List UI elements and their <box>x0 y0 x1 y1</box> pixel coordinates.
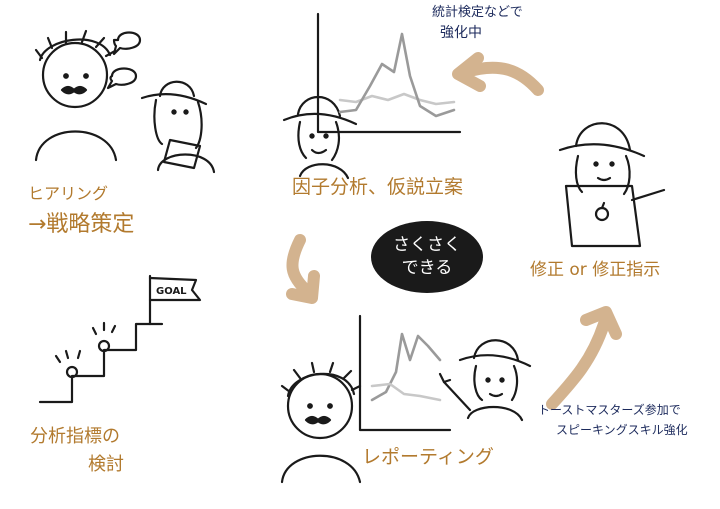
cycle-arrow-right-head <box>580 306 622 340</box>
analysis-chart-dark-series <box>338 32 456 118</box>
hearing-label: ヒアリング <box>28 184 109 203</box>
report-chart-light-series <box>370 382 442 402</box>
quick-badge: さくさく できる <box>371 221 483 293</box>
presenter-figure-icon <box>280 361 362 484</box>
toastmasters-note-line1: トーストマスターズ参加で <box>538 403 681 417</box>
analysis-chart-light-series <box>338 92 456 106</box>
analysis-chart-axes <box>316 12 462 134</box>
laptop-icon <box>564 184 666 248</box>
report-chart-axes <box>358 314 452 432</box>
stats-note-line2: 強化中 <box>440 25 482 41</box>
speech-bubble-icon <box>106 31 142 90</box>
goal-flag-label: GOAL <box>156 286 187 297</box>
cycle-arrow-left-head <box>286 270 320 304</box>
cycle-arrow-top <box>460 61 544 96</box>
report-chart-dark-series <box>370 332 442 402</box>
reporting-label: レポーティング <box>362 446 494 468</box>
badge-line1: さくさく <box>393 235 461 256</box>
speaker-figure-icon <box>438 339 532 422</box>
cycle-arrow-left <box>286 234 314 298</box>
factor-analysis-label: 因子分析、仮説立案 <box>292 176 464 198</box>
client-figure-icon <box>34 29 118 162</box>
kpi-label-line2: 検討 <box>88 454 124 475</box>
badge-line2: できる <box>401 258 453 278</box>
cycle-arrow-top-head <box>452 52 486 92</box>
consultant-figure-icon <box>140 80 216 174</box>
developer-figure-icon <box>558 122 646 196</box>
fix-label: 修正 or 修正指示 <box>530 260 661 280</box>
cycle-arrow-right <box>546 318 610 410</box>
stats-note-line1: 統計検定などで <box>432 5 523 20</box>
analyst-figure-icon <box>282 95 358 180</box>
strategy-label: →戦略策定 <box>28 212 135 237</box>
stairs-to-goal-icon <box>38 274 202 404</box>
toastmasters-note-line2: スピーキングスキル強化 <box>556 423 688 437</box>
kpi-label-line1: 分析指標の <box>30 426 120 447</box>
